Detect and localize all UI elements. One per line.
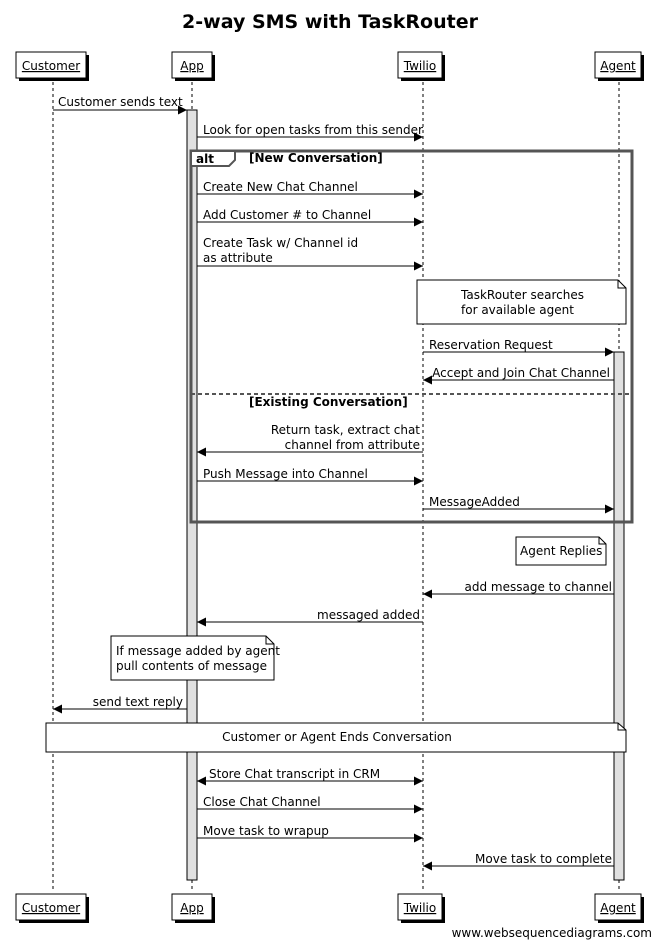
message-label: as attribute	[203, 251, 273, 265]
message-label: Close Chat Channel	[203, 795, 321, 809]
note-box	[45, 722, 627, 753]
message-reservation-request: Reservation Request	[423, 338, 614, 357]
message-label: Customer sends text	[58, 95, 183, 109]
message-label: channel from attribute	[285, 438, 420, 452]
message-label: Create Task w/ Channel id	[203, 236, 358, 250]
actor-label: App	[180, 901, 203, 915]
message-label: Push Message into Channel	[203, 467, 368, 481]
actor-app-bottom: App	[171, 893, 215, 923]
message-label: Move task to complete	[475, 852, 612, 866]
note-text: pull contents of message	[116, 659, 267, 673]
message-message-added: MessageAdded	[423, 495, 614, 514]
message-label: Return task, extract chat	[271, 423, 420, 437]
actor-label: Customer	[22, 59, 80, 73]
note-fold	[617, 280, 626, 289]
message-label: MessageAdded	[429, 495, 520, 509]
alt-keyword: alt	[196, 152, 214, 166]
message-label: Move task to wrapup	[203, 824, 329, 838]
actor-label: Agent	[600, 59, 636, 73]
note-agent-replies: Agent Replies	[515, 536, 607, 566]
message-label: send text reply	[93, 695, 183, 709]
actor-label: Agent	[600, 901, 636, 915]
actor-twilio-top: Twilio	[397, 51, 445, 81]
message-create-task: Create Task w/ Channel id as attribute	[197, 236, 423, 271]
message-return-task: Return task, extract chat channel from a…	[197, 423, 423, 457]
message-label: Store Chat transcript in CRM	[209, 767, 380, 781]
note-fold	[265, 636, 274, 645]
note-text: for available agent	[461, 303, 574, 317]
note-conversation-ends: Customer or Agent Ends Conversation	[45, 722, 627, 753]
alt-frame	[189, 149, 634, 524]
message-accept-and-join: Accept and Join Chat Channel	[423, 366, 614, 385]
actor-twilio-bottom: Twilio	[397, 893, 445, 923]
alt-fragment: alt [New Conversation] [Existing Convers…	[189, 149, 634, 524]
footer-credit: www.websequencediagrams.com	[452, 926, 652, 940]
actor-customer-bottom: Customer	[15, 893, 89, 923]
note-if-message-added: If message added by agent pull contents …	[110, 635, 280, 681]
message-add-customer-to-channel: Add Customer # to Channel	[197, 208, 423, 227]
message-move-task-to-complete: Move task to complete	[423, 852, 614, 871]
actor-label: Customer	[22, 901, 80, 915]
message-label: Accept and Join Chat Channel	[432, 366, 610, 380]
note-box	[515, 536, 607, 566]
message-send-text-reply: send text reply	[53, 695, 187, 714]
note-text: TaskRouter searches	[460, 288, 584, 302]
message-look-for-open-tasks: Look for open tasks from this sender	[197, 123, 423, 142]
message-create-new-chat-channel: Create New Chat Channel	[197, 180, 423, 199]
actor-agent-top: Agent	[594, 51, 644, 81]
message-messaged-added: messaged added	[197, 608, 423, 627]
activation-agent	[613, 351, 625, 881]
actor-label: App	[180, 59, 203, 73]
actor-app-top: App	[171, 51, 215, 81]
message-label: Reservation Request	[429, 338, 553, 352]
note-text: Customer or Agent Ends Conversation	[222, 730, 452, 744]
message-label: Add Customer # to Channel	[203, 208, 371, 222]
message-move-task-to-wrapup: Move task to wrapup	[197, 824, 423, 843]
actor-label: Twilio	[403, 901, 437, 915]
actor-agent-bottom: Agent	[594, 893, 644, 923]
alt-tab	[190, 150, 236, 167]
note-box	[416, 279, 627, 325]
alt-section-new: [New Conversation]	[249, 151, 383, 165]
note-text: Agent Replies	[520, 544, 602, 558]
message-label: add message to channel	[465, 580, 613, 594]
message-label: Look for open tasks from this sender	[203, 123, 423, 137]
message-label: Create New Chat Channel	[203, 180, 358, 194]
note-text: If message added by agent	[116, 644, 280, 658]
message-customer-sends-text: Customer sends text	[53, 95, 187, 115]
note-fold	[617, 723, 626, 731]
note-box	[110, 635, 275, 681]
message-label: messaged added	[317, 608, 420, 622]
message-push-message: Push Message into Channel	[197, 467, 423, 486]
diagram-title: 2-way SMS with TaskRouter	[182, 11, 479, 33]
note-fold	[598, 537, 606, 545]
actor-customer-top: Customer	[15, 51, 89, 81]
alt-section-existing: [Existing Conversation]	[249, 395, 408, 409]
message-close-chat-channel: Close Chat Channel	[197, 795, 423, 814]
actor-label: Twilio	[403, 59, 437, 73]
message-store-chat-transcript: Store Chat transcript in CRM	[197, 767, 423, 786]
message-add-message-to-channel: add message to channel	[423, 580, 614, 599]
note-taskrouter-searches: TaskRouter searches for available agent	[416, 279, 627, 325]
